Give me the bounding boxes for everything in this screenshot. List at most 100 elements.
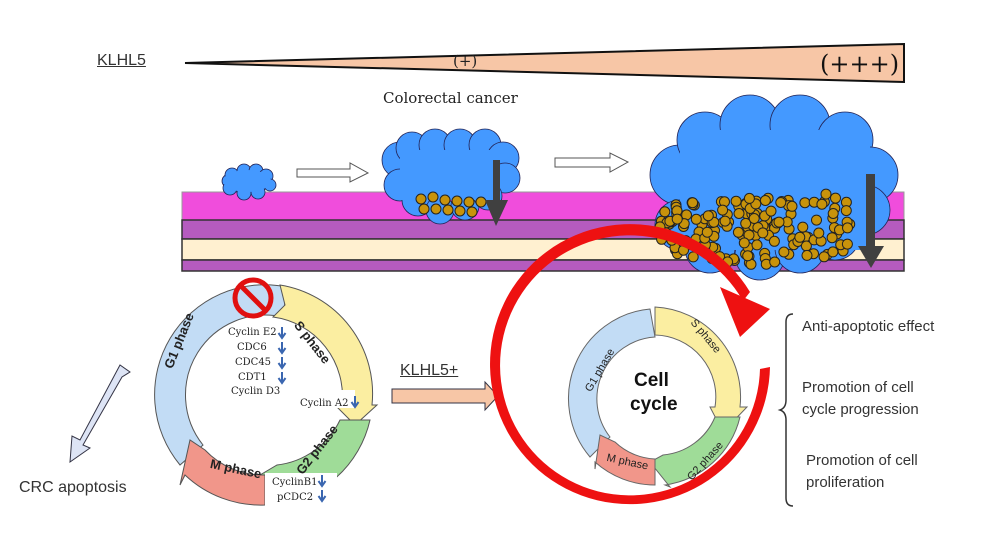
down-arrow-icon — [277, 357, 287, 370]
tumor-cell — [687, 197, 699, 209]
right-cell-cycle — [490, 224, 770, 505]
g2-phase-arc — [649, 416, 741, 489]
tumor-cells-medium — [415, 191, 487, 218]
tumor-small — [221, 163, 277, 201]
down-arrow-icon — [277, 342, 287, 355]
klhl5-plus-label: KLHL5+ — [400, 362, 459, 379]
tumor-cell — [690, 213, 702, 225]
tumor-cell — [757, 227, 769, 239]
stage-title: Colorectal cancer — [383, 89, 518, 107]
invasion-arrow-large — [858, 174, 884, 268]
tumor-cell — [427, 191, 439, 203]
marker-cyclin-e2: Cyclin E2 — [228, 327, 277, 338]
tumor-cell — [826, 232, 838, 244]
tumor-cell — [811, 214, 822, 226]
tumor-cell — [475, 196, 487, 208]
m-phase-arc — [179, 439, 266, 506]
tumor-cells-large — [654, 188, 856, 270]
tumor-cell — [841, 238, 853, 250]
tumor-cell — [687, 251, 699, 263]
m-phase-arc — [594, 434, 656, 486]
tumor-cell — [702, 210, 714, 222]
down-arrow-icon — [277, 327, 287, 340]
tumor-cell — [794, 231, 806, 243]
tumor-cell — [801, 249, 813, 261]
tumor-cell — [742, 250, 754, 262]
prohibited-icon — [232, 277, 274, 319]
tumor-cell — [768, 235, 780, 247]
klhl5-gradient-wedge — [184, 42, 905, 84]
effect-anti-apoptotic: Anti-apoptotic effect — [802, 318, 935, 335]
marker-cdt1: CDT1 — [238, 372, 267, 383]
klhl5-label: KLHL5 — [97, 52, 146, 69]
tumor-cell — [463, 196, 475, 208]
effects-brace — [777, 313, 794, 507]
tumor-cell — [820, 188, 832, 200]
tumor-cell — [818, 251, 830, 263]
tumor-cell — [439, 194, 451, 206]
tumor-cell — [778, 246, 790, 258]
tumor-cell — [738, 237, 750, 249]
g1-phase-arc — [567, 308, 656, 458]
high-expression-level: (+++) — [820, 50, 900, 78]
tumor-cell — [827, 246, 839, 258]
tumor-cell — [765, 205, 777, 217]
tumor-cell — [751, 239, 763, 251]
tumor-cell — [732, 226, 744, 238]
tumor-cell — [442, 204, 454, 216]
tumor-cell — [415, 193, 427, 205]
low-expression-level: (+) — [453, 52, 478, 70]
tumor-cell — [775, 197, 787, 208]
apoptosis-arrow — [69, 364, 131, 464]
cell-cycle-center-line1: Cell — [634, 370, 669, 391]
tumor-cell — [827, 208, 839, 219]
effect-cycle-progression-line1: Promotion of cell — [802, 379, 914, 396]
tumor-cell — [830, 192, 841, 204]
down-arrow-icon — [350, 396, 360, 409]
tumor-cell — [769, 256, 781, 268]
tumor-cell — [813, 227, 825, 239]
tumor-cell — [786, 200, 798, 212]
tumor-cell — [773, 216, 785, 228]
effect-cycle-progression-line2: cycle progression — [802, 401, 919, 418]
effect-proliferation-line1: Promotion of cell — [806, 452, 918, 469]
left-cell-cycle — [154, 284, 379, 511]
tumor-cell — [659, 206, 671, 218]
tumor-cell — [759, 195, 771, 206]
invasion-arrow-medium — [485, 160, 508, 226]
marker-cdc45: CDC45 — [235, 357, 272, 368]
tumor-cell — [701, 226, 713, 238]
marker-cyclinb1: CyclinB1 — [272, 477, 318, 488]
tumor-cell — [840, 205, 852, 217]
tumor-cell — [816, 198, 828, 210]
marker-cdc6: CDC6 — [237, 342, 267, 353]
progression-arrow-1 — [296, 162, 370, 183]
tumor-cell — [671, 213, 683, 225]
tumor-cell — [797, 221, 809, 233]
tumor-cell — [418, 203, 430, 215]
tumor-cell — [733, 208, 745, 219]
down-arrow-icon — [277, 372, 287, 385]
tumor-cell — [717, 204, 729, 216]
down-arrow-icon — [317, 490, 327, 503]
tumor-cell — [466, 206, 478, 218]
apoptosis-label: CRC apoptosis — [19, 479, 127, 496]
tumor-cell — [740, 217, 752, 229]
tumor-cell — [743, 192, 755, 204]
tumor-cell — [842, 222, 853, 234]
marker-cyclin-d3: Cyclin D3 — [231, 386, 281, 397]
down-arrow-icon — [317, 475, 327, 488]
tumor-cell — [451, 195, 463, 207]
red-arrowhead — [720, 287, 770, 337]
marker-cyclin-a2: Cyclin A2 — [300, 398, 349, 409]
tumor-cell — [799, 197, 811, 209]
effect-proliferation-line2: proliferation — [806, 474, 885, 491]
marker-pcdc2: pCDC2 — [277, 492, 314, 503]
klhl5-plus-arrow — [391, 380, 499, 412]
tumor-cell — [719, 215, 731, 227]
tumor-cell — [430, 203, 442, 215]
tumor-cell — [454, 205, 466, 217]
cell-cycle-center-line2: cycle — [630, 394, 678, 415]
progression-arrow-2 — [554, 152, 630, 173]
